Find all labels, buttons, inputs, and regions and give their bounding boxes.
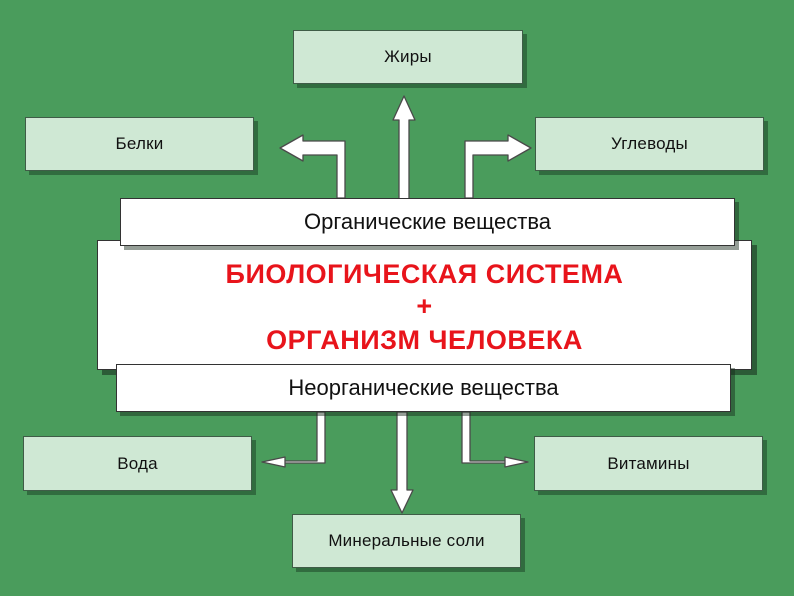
arrow-to-proteins [279, 134, 346, 199]
node-carbohydrates: Углеводы [535, 117, 764, 171]
node-mineral-salts: Минеральные соли [292, 514, 521, 568]
main-block: БИОЛОГИЧЕСКАЯ СИСТЕМА + ОРГАНИЗМ ЧЕЛОВЕК… [97, 240, 752, 370]
node-water: Вода [23, 436, 252, 491]
arrow-to-vitamins [461, 411, 529, 468]
title-line-1: БИОЛОГИЧЕСКАЯ СИСТЕМА [225, 259, 624, 289]
arrow-to-minerals [390, 411, 414, 514]
node-vitamins: Витамины [534, 436, 763, 491]
node-fats: Жиры [293, 30, 523, 84]
organic-substances-band: Органические вещества [120, 198, 735, 246]
node-proteins: Белки [25, 117, 254, 171]
arrow-to-carbohydrates [464, 134, 532, 199]
title-plus: + [416, 291, 433, 321]
title-line-2: ОРГАНИЗМ ЧЕЛОВЕКА [266, 325, 583, 355]
inorganic-substances-band: Неорганические вещества [116, 364, 731, 412]
arrow-to-fats [392, 95, 416, 201]
arrow-to-water [261, 411, 326, 468]
